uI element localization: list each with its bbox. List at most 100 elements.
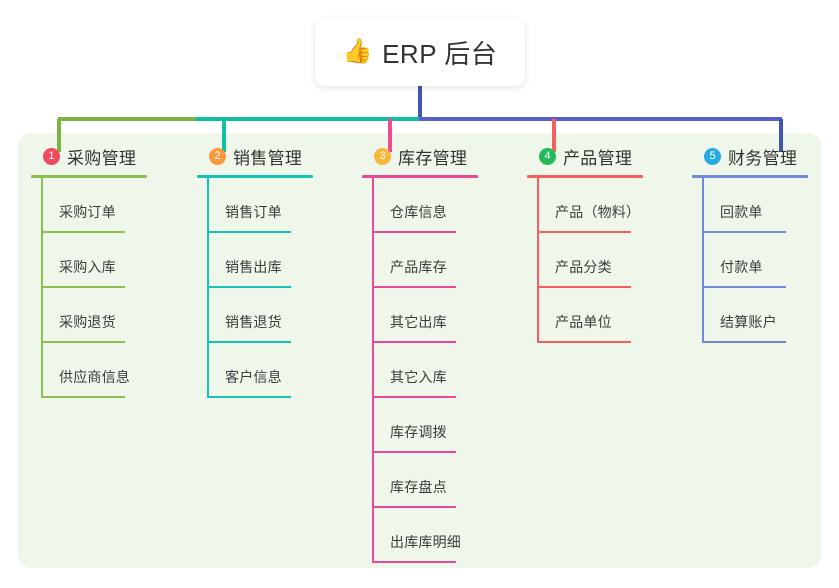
column-badge-2: 2 (209, 147, 226, 165)
leaf-item-underline (537, 231, 631, 233)
leaf-list-2: 销售订单销售出库销售退货客户信息 (197, 178, 347, 398)
leaf-item[interactable]: 仓库信息 (362, 178, 512, 233)
leaf-item-underline (207, 231, 291, 233)
leaf-item-label: 产品分类 (555, 259, 612, 275)
leaf-list-3: 仓库信息产品库存其它出库其它入库库存调拨库存盘点出库库明细 (362, 178, 512, 563)
leaf-list-4: 产品（物料） 产品分类产品单位 (527, 178, 677, 343)
column-badge-1: 1 (43, 147, 60, 165)
leaf-item-label: 回款单 (720, 204, 763, 220)
leaf-item[interactable]: 销售订单 (197, 178, 347, 233)
leaf-item-label: 供应商信息 (59, 369, 130, 385)
leaf-item[interactable]: 客户信息 (197, 343, 347, 398)
leaf-item-label: 产品库存 (390, 259, 447, 275)
column-badge-4: 4 (539, 147, 556, 165)
trunk-line-5 (702, 178, 704, 343)
leaf-item[interactable]: 结算账户 (692, 288, 822, 343)
leaf-item-label: 销售出库 (225, 259, 282, 275)
root-node-title: 👍 ERP 后台 (343, 34, 498, 71)
leaf-item-label: 库存调拨 (390, 424, 447, 440)
leaf-item-underline (702, 231, 786, 233)
column-underline-5 (692, 175, 808, 178)
leaf-item-underline (372, 561, 456, 563)
leaf-item-label: 销售退货 (225, 314, 282, 330)
leaf-item-underline (41, 341, 125, 343)
diagram-background-panel (18, 133, 821, 568)
column-underline-2 (197, 175, 313, 178)
leaf-item[interactable]: 销售出库 (197, 233, 347, 288)
leaf-item[interactable]: 其它出库 (362, 288, 512, 343)
column-header-5[interactable]: 5 财务管理 (692, 143, 822, 169)
leaf-item[interactable]: 采购入库 (31, 233, 181, 288)
column-2: 2 销售管理销售订单销售出库销售退货客户信息 (197, 143, 347, 398)
leaf-item-label: 结算账户 (720, 314, 777, 330)
leaf-item-underline (372, 231, 456, 233)
leaf-item-underline (702, 341, 786, 343)
leaf-item[interactable]: 库存调拨 (362, 398, 512, 453)
column-title-2: 销售管理 (233, 148, 303, 168)
leaf-item-label: 出库库明细 (390, 534, 461, 550)
leaf-item-underline (537, 341, 631, 343)
column-underline-3 (362, 175, 478, 178)
leaf-item-label: 采购订单 (59, 204, 116, 220)
column-title-3: 库存管理 (398, 148, 468, 168)
leaf-item-underline (207, 341, 291, 343)
leaf-item-label: 采购退货 (59, 314, 116, 330)
leaf-item-label: 客户信息 (225, 369, 282, 385)
trunk-line-2 (207, 178, 209, 398)
leaf-item-label: 采购入库 (59, 259, 116, 275)
leaf-item[interactable]: 产品分类 (527, 233, 677, 288)
leaf-item-label: 产品单位 (555, 314, 612, 330)
column-underline-4 (527, 175, 643, 178)
leaf-item[interactable]: 其它入库 (362, 343, 512, 398)
leaf-item-underline (702, 286, 786, 288)
leaf-item[interactable]: 产品库存 (362, 233, 512, 288)
trunk-line-4 (537, 178, 539, 343)
leaf-item-label: 库存盘点 (390, 479, 447, 495)
leaf-item-label: 销售订单 (225, 204, 282, 220)
column-5: 5 财务管理回款单付款单结算账户 (692, 143, 822, 343)
leaf-item[interactable]: 产品单位 (527, 288, 677, 343)
leaf-item[interactable]: 供应商信息 (31, 343, 181, 398)
column-header-3[interactable]: 3 库存管理 (362, 143, 512, 169)
root-node-card[interactable]: 👍 ERP 后台 (315, 18, 525, 86)
leaf-item-underline (41, 286, 125, 288)
leaf-item[interactable]: 出库库明细 (362, 508, 512, 563)
leaf-list-5: 回款单付款单结算账户 (692, 178, 822, 343)
leaf-item-underline (41, 231, 125, 233)
leaf-item-underline (372, 341, 456, 343)
column-badge-3: 3 (374, 147, 391, 165)
trunk-line-1 (41, 178, 43, 398)
column-badge-5: 5 (704, 147, 721, 165)
column-underline-1 (31, 175, 147, 178)
leaf-item[interactable]: 库存盘点 (362, 453, 512, 508)
leaf-item[interactable]: 付款单 (692, 233, 822, 288)
leaf-item-label: 仓库信息 (390, 204, 447, 220)
root-title-text: ERP 后台 (382, 38, 498, 69)
column-header-2[interactable]: 2 销售管理 (197, 143, 347, 169)
leaf-item[interactable]: 回款单 (692, 178, 822, 233)
leaf-item[interactable]: 产品（物料） (527, 178, 677, 233)
trunk-line-3 (372, 178, 374, 563)
column-title-4: 产品管理 (563, 148, 633, 168)
leaf-item-label: 其它入库 (390, 369, 447, 385)
thumbs-up-icon: 👍 (342, 38, 374, 65)
column-title-5: 财务管理 (728, 148, 798, 168)
leaf-item-label: 产品（物料） (555, 204, 641, 220)
leaf-item-underline (207, 286, 291, 288)
leaf-item-underline (372, 396, 456, 398)
leaf-item-underline (372, 506, 456, 508)
leaf-item-underline (537, 286, 631, 288)
column-3: 3 库存管理仓库信息产品库存其它出库其它入库库存调拨库存盘点出库库明细 (362, 143, 512, 563)
leaf-item[interactable]: 采购订单 (31, 178, 181, 233)
column-header-4[interactable]: 4 产品管理 (527, 143, 677, 169)
leaf-item-label: 其它出库 (390, 314, 447, 330)
leaf-item-underline (207, 396, 291, 398)
leaf-list-1: 采购订单采购入库采购退货供应商信息 (31, 178, 181, 398)
column-4: 4 产品管理产品（物料） 产品分类产品单位 (527, 143, 677, 343)
leaf-item-underline (41, 396, 125, 398)
leaf-item[interactable]: 销售退货 (197, 288, 347, 343)
leaf-item[interactable]: 采购退货 (31, 288, 181, 343)
leaf-item-label: 付款单 (720, 259, 763, 275)
